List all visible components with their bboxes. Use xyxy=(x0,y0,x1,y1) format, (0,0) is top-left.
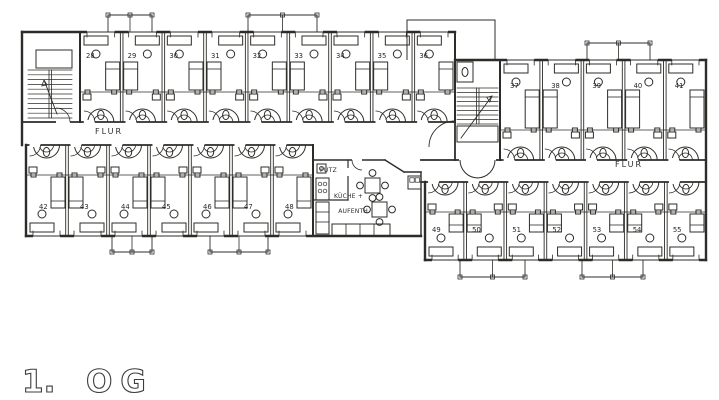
room-50: 50 xyxy=(464,180,506,262)
room-number-30: 30 xyxy=(169,52,178,60)
room-number-42: 42 xyxy=(39,203,48,211)
room-number-31: 31 xyxy=(211,52,220,60)
room-52: 52 xyxy=(545,180,586,262)
room-47: 47 xyxy=(230,143,273,238)
room-number-37: 37 xyxy=(510,82,519,90)
room-number-35: 35 xyxy=(378,52,387,60)
room-number-51: 51 xyxy=(512,226,521,234)
room-number-48: 48 xyxy=(285,203,294,211)
dining-table-2 xyxy=(363,193,396,226)
kitchen-label-line1: KÜCHE + xyxy=(334,193,363,200)
room-55: 55 xyxy=(665,180,707,262)
room-33: 33 xyxy=(287,30,331,124)
room-53: 53 xyxy=(585,180,627,262)
room-45: 45 xyxy=(148,143,191,238)
room-30: 30 xyxy=(162,30,206,124)
room-number-52: 52 xyxy=(552,226,561,234)
kitchen-label: KÜCHE + AUFENTH. xyxy=(334,193,370,216)
wing-left-bottom-rooms: 42 43 44 45 46 47 48 xyxy=(25,143,314,238)
floor-label-number: 1. xyxy=(21,363,56,400)
room-34: 34 xyxy=(329,30,373,124)
room-number-49: 49 xyxy=(432,226,441,234)
room-38: 38 xyxy=(540,58,583,162)
room-54: 54 xyxy=(625,180,667,262)
room-39: 39 xyxy=(582,58,624,162)
dining-table-1 xyxy=(356,169,389,202)
room-number-32: 32 xyxy=(253,52,262,60)
room-number-44: 44 xyxy=(121,203,130,211)
room-29: 29 xyxy=(121,30,164,124)
room-number-40: 40 xyxy=(634,82,643,90)
stairwell-middle xyxy=(456,61,499,179)
corridor-label-left: FLUR xyxy=(95,127,124,136)
wing-right-bottom-rooms: 49 50 51 52 53 54 55 xyxy=(424,180,707,262)
kitchen-common-room xyxy=(312,158,422,237)
room-number-50: 50 xyxy=(472,226,481,234)
room-44: 44 xyxy=(107,143,150,238)
wing-right-top-rooms: 37 38 39 40 41 xyxy=(499,58,707,162)
room-31: 31 xyxy=(204,30,248,124)
room-28: 28 xyxy=(79,30,123,124)
room-number-53: 53 xyxy=(593,226,602,234)
room-number-41: 41 xyxy=(675,82,684,90)
balcony-rails xyxy=(105,12,653,280)
room-number-47: 47 xyxy=(244,203,253,211)
room-32: 32 xyxy=(246,30,289,124)
kitchen-label-line2: AUFENTH. xyxy=(338,208,371,215)
room-46: 46 xyxy=(189,143,232,238)
room-number-55: 55 xyxy=(673,226,682,234)
stairwell-left xyxy=(27,49,73,124)
room-48: 48 xyxy=(271,143,314,238)
room-42: 42 xyxy=(25,143,68,238)
room-number-45: 45 xyxy=(162,203,171,211)
floor-label-name: OG xyxy=(85,363,154,400)
room-number-46: 46 xyxy=(203,203,212,211)
corridor-label-right: FLUR xyxy=(615,160,644,169)
room-number-28: 28 xyxy=(86,52,95,60)
room-49: 49 xyxy=(424,180,466,262)
room-36: 36 xyxy=(412,30,456,124)
room-40: 40 xyxy=(623,58,666,162)
room-37: 37 xyxy=(499,58,542,162)
room-number-34: 34 xyxy=(336,52,345,60)
room-number-39: 39 xyxy=(592,82,601,90)
room-43: 43 xyxy=(66,143,109,238)
putz-room-label: PUTZ xyxy=(320,167,337,174)
room-number-54: 54 xyxy=(633,226,642,234)
room-number-43: 43 xyxy=(80,203,89,211)
room-35: 35 xyxy=(371,30,414,124)
room-number-38: 38 xyxy=(551,82,560,90)
wing-left-top-rooms: 28 29 30 31 32 33 34 35 36 xyxy=(79,30,456,124)
room-51: 51 xyxy=(504,180,546,262)
room-number-33: 33 xyxy=(294,52,303,60)
room-number-36: 36 xyxy=(419,52,428,60)
room-number-29: 29 xyxy=(128,52,137,60)
room-41: 41 xyxy=(664,58,707,162)
